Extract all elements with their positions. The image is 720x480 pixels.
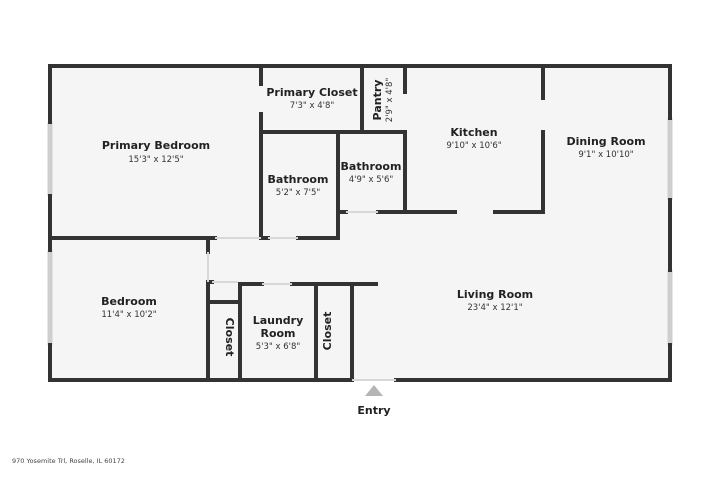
- room-dimensions: 11'4" x 10'2": [101, 310, 156, 320]
- room-name: Primary Closet: [266, 86, 357, 99]
- room-living-room: Living Room 23'4" x 12'1": [457, 288, 533, 313]
- room-bathroom-2: Bathroom 4'9" x 5'6": [341, 160, 402, 185]
- room-closet-1: Closet: [223, 318, 236, 357]
- room-name: Bathroom: [268, 173, 329, 186]
- room-bedroom: Bedroom 11'4" x 10'2": [101, 295, 157, 320]
- room-pantry: Pantry 2'9" x 4'8": [371, 78, 395, 123]
- room-name: Pantry: [371, 80, 384, 121]
- room-name: Bathroom: [341, 160, 402, 173]
- room-primary-bedroom: Primary Bedroom 15'3" x 12'5": [102, 139, 210, 165]
- room-name: Closet: [321, 312, 334, 351]
- room-closet-2: Closet: [321, 312, 334, 351]
- room-dimensions: 4'9" x 5'6": [349, 175, 394, 185]
- room-kitchen: Kitchen 9'10" x 10'6": [446, 126, 501, 151]
- room-dimensions: 5'2" x 7'5": [276, 188, 321, 198]
- room-dimensions: 23'4" x 12'1": [467, 303, 522, 313]
- room-dimensions: 2'9" x 4'8": [385, 78, 395, 123]
- entry-label: Entry: [357, 404, 390, 417]
- room-primary-closet: Primary Closet 7'3" x 4'8": [266, 86, 357, 111]
- door-openings: [207, 211, 396, 381]
- room-bathroom-1: Bathroom 5'2" x 7'5": [268, 173, 329, 198]
- address-caption: 970 Yosemite Trl, Roselle, IL 60172: [12, 457, 125, 465]
- room-dimensions: 5'3" x 6'8": [256, 342, 301, 352]
- room-name: Primary Bedroom: [102, 139, 210, 152]
- windows: [47, 118, 673, 345]
- room-name: Bedroom: [101, 295, 157, 308]
- entry-arrow-icon: [365, 385, 383, 396]
- room-dimensions: 9'1" x 10'10": [578, 150, 633, 160]
- walls: [48, 64, 672, 382]
- room-dimensions: 15'3" x 12'5": [128, 155, 183, 165]
- room-name: Dining Room: [566, 135, 645, 148]
- room-dining-room: Dining Room 9'1" x 10'10": [566, 135, 645, 160]
- room-name: Closet: [223, 318, 236, 357]
- room-name: Kitchen: [450, 126, 497, 139]
- room-dimensions: 7'3" x 4'8": [290, 101, 335, 111]
- room-name: Living Room: [457, 288, 533, 301]
- room-dimensions: 9'10" x 10'6": [446, 141, 501, 151]
